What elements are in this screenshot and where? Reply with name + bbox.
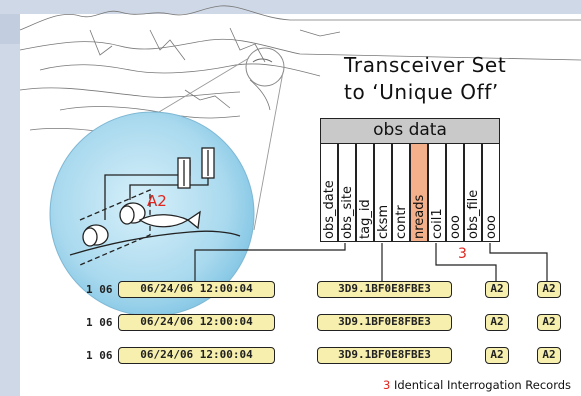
landscape-sketch xyxy=(19,5,581,135)
table-column-ooo: ooo xyxy=(446,143,464,242)
connector-lines xyxy=(194,243,548,281)
record-coil: A2 xyxy=(537,314,561,331)
record-coil: A2 xyxy=(537,281,561,298)
table-column-label: obs_date xyxy=(322,180,337,239)
antenna-label: A2 xyxy=(147,192,167,210)
table-column-label: coil1 xyxy=(430,208,445,239)
footer-count: 3 xyxy=(383,378,391,392)
record-tag-id: 3D9.1BF0E8FBE3 xyxy=(317,314,452,331)
table-column-label: cksm xyxy=(376,204,391,239)
table-header: obs data xyxy=(320,118,500,144)
record-prefix: 1 06 xyxy=(86,316,113,329)
top-band xyxy=(0,0,581,14)
antenna-sketch xyxy=(69,147,241,266)
title-line-1: Transceiver Set xyxy=(344,53,507,77)
table-column-label: tag_id xyxy=(358,199,373,239)
record-date: 06/24/06 12:00:04 xyxy=(118,347,275,364)
record-coil: A2 xyxy=(537,347,561,364)
title-line-2: to ‘Unique Off’ xyxy=(344,80,499,104)
side-band xyxy=(0,0,20,396)
record-date: 06/24/06 12:00:04 xyxy=(118,314,275,331)
table-column-label: nreads xyxy=(412,194,427,239)
footer-caption: 3 Identical Interrogation Records xyxy=(383,378,571,392)
table-column-obs_file: obs_file xyxy=(464,143,482,242)
inset-marker xyxy=(245,47,285,87)
table-column-label: obs_site xyxy=(340,186,355,239)
record-contr: A2 xyxy=(485,347,509,364)
table-column-nreads: nreads xyxy=(410,143,428,242)
table-column-label: ooo xyxy=(484,215,499,239)
table-column-coil1: coil1 xyxy=(428,143,446,242)
nreads-value: 3 xyxy=(458,246,467,262)
table-column-cksm: cksm xyxy=(374,143,392,242)
footer-text: Identical Interrogation Records xyxy=(393,378,572,392)
record-contr: A2 xyxy=(485,314,509,331)
table-column-ooo: ooo xyxy=(482,143,500,242)
table-column-contr: contr xyxy=(392,143,410,242)
record-date: 06/24/06 12:00:04 xyxy=(118,281,275,298)
table-column-obs_site: obs_site xyxy=(338,143,356,242)
record-contr: A2 xyxy=(485,281,509,298)
record-prefix: 1 06 xyxy=(86,349,113,362)
table-column-obs_date: obs_date xyxy=(320,143,338,242)
record-prefix: 1 06 xyxy=(86,283,113,296)
record-tag-id: 3D9.1BF0E8FBE3 xyxy=(317,281,452,298)
table-column-label: ooo xyxy=(448,215,463,239)
table-column-label: contr xyxy=(394,205,409,239)
table-column-tag_id: tag_id xyxy=(356,143,374,242)
record-tag-id: 3D9.1BF0E8FBE3 xyxy=(317,347,452,364)
table-column-label: obs_file xyxy=(466,189,481,239)
